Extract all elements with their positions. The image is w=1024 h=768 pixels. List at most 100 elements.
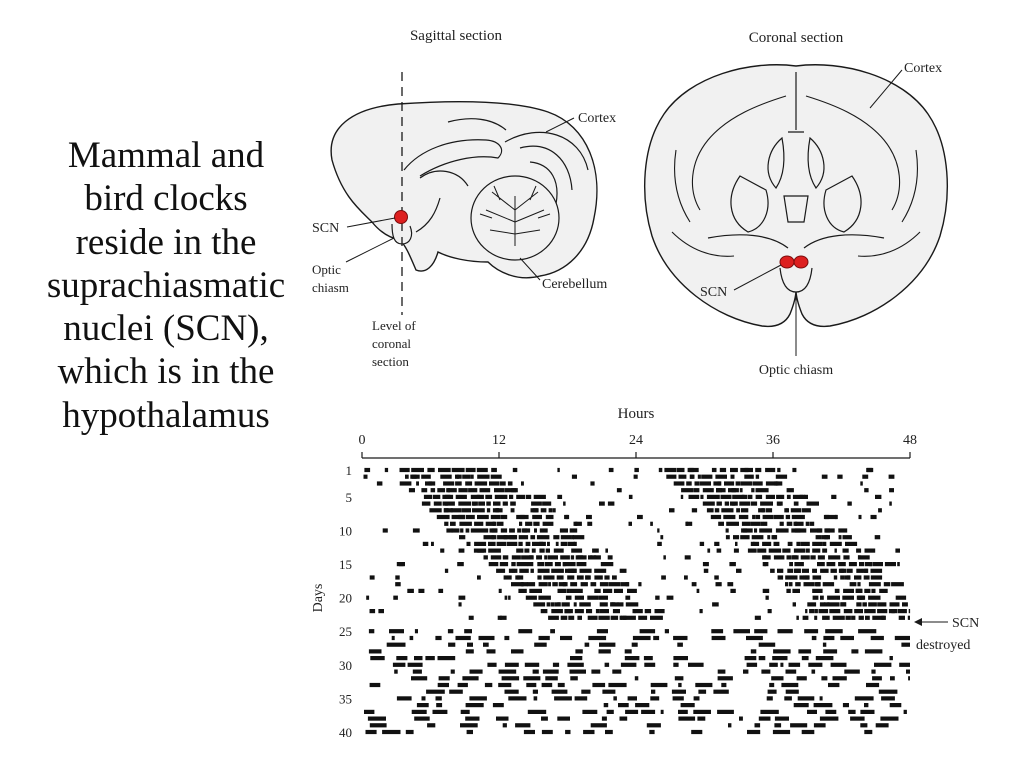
activity-bar xyxy=(750,649,757,654)
activity-bar xyxy=(808,662,823,667)
activity-bar xyxy=(414,629,418,634)
activity-bar xyxy=(364,467,371,473)
activity-bar xyxy=(502,723,507,728)
activity-bar xyxy=(908,609,911,614)
activity-bar xyxy=(405,474,409,479)
activity-bar xyxy=(754,615,761,620)
leader-sagittal-scn xyxy=(346,217,396,228)
activity-bar xyxy=(477,528,489,533)
activity-bar xyxy=(483,535,497,540)
activity-bar xyxy=(458,595,466,600)
activity-bar xyxy=(569,588,583,593)
activity-bar xyxy=(842,535,852,540)
activity-bar xyxy=(428,481,436,486)
activity-bar xyxy=(812,568,817,573)
activity-bar xyxy=(821,676,828,681)
activity-bar xyxy=(834,548,837,553)
activity-bar xyxy=(805,609,808,614)
activity-bar xyxy=(497,521,504,526)
activity-bar xyxy=(632,635,651,641)
activity-bar xyxy=(542,501,552,506)
activity-bar xyxy=(526,682,537,688)
activity-bar xyxy=(502,501,508,506)
activity-bar xyxy=(459,535,466,540)
activity-bar xyxy=(898,609,907,614)
activity-bar xyxy=(866,682,880,688)
activity-bar xyxy=(599,595,608,600)
coronal-lower-band xyxy=(707,234,885,249)
activity-bar xyxy=(600,562,614,567)
activity-bar xyxy=(520,514,525,520)
activity-bar xyxy=(710,514,722,520)
activity-bar xyxy=(496,716,509,721)
activity-bar xyxy=(666,595,674,600)
activity-bar xyxy=(382,729,401,735)
annotation-arrowhead xyxy=(914,618,922,626)
activity-bar xyxy=(729,562,736,567)
activity-bar xyxy=(567,541,575,546)
activity-bar xyxy=(579,602,591,607)
activity-bar xyxy=(399,481,412,486)
activity-bar xyxy=(435,635,442,641)
activity-bar xyxy=(772,729,791,735)
activity-bar xyxy=(728,723,732,728)
activity-bar xyxy=(515,723,531,728)
activity-bar xyxy=(735,541,738,546)
activity-bar xyxy=(574,696,588,701)
activity-bar xyxy=(715,582,722,587)
activity-bar xyxy=(378,609,384,614)
x-tick-label: 36 xyxy=(766,433,780,448)
activity-bar xyxy=(806,501,819,506)
activity-bar xyxy=(427,723,436,728)
activity-bar xyxy=(653,635,660,641)
activity-bar xyxy=(517,575,524,580)
activity-bar xyxy=(822,582,835,587)
activity-bar xyxy=(610,615,619,620)
label-optic-1: Optic xyxy=(312,262,341,277)
activity-bar xyxy=(807,602,817,607)
activity-bar xyxy=(521,528,527,533)
slide-text: Mammal and bird clocks reside in the sup… xyxy=(12,134,320,437)
activity-bar xyxy=(796,676,807,681)
activity-bar xyxy=(767,535,771,540)
activity-bar xyxy=(576,575,584,580)
y-tick-label: 40 xyxy=(339,725,352,740)
activity-bar xyxy=(828,682,840,688)
activity-bar xyxy=(867,467,874,473)
activity-bar xyxy=(650,521,653,526)
activity-bar xyxy=(593,555,601,560)
activity-bar xyxy=(608,467,614,473)
activity-bar xyxy=(812,575,822,580)
activity-bar xyxy=(660,709,664,714)
activity-bar xyxy=(532,514,542,520)
activity-bar xyxy=(437,682,449,688)
y-tick-label: 25 xyxy=(339,624,352,639)
coronal-midline xyxy=(788,72,804,133)
label-coronal-cortex: Cortex xyxy=(904,61,942,76)
activity-bar xyxy=(767,609,772,614)
activity-bar xyxy=(758,716,771,721)
activity-bar xyxy=(830,568,837,573)
slide-text-line: suprachiasmatic xyxy=(46,264,286,306)
activity-bar xyxy=(496,541,507,546)
activity-bar xyxy=(813,703,833,708)
activity-bar xyxy=(551,609,563,614)
activity-bar xyxy=(838,562,846,567)
activity-bar xyxy=(691,582,697,587)
activity-bar xyxy=(457,562,464,567)
activity-bar xyxy=(857,582,861,587)
activity-bar xyxy=(384,467,389,473)
activity-bar xyxy=(521,481,524,486)
activity-bar xyxy=(798,528,807,533)
activity-bar xyxy=(628,521,632,526)
activity-bar xyxy=(730,588,736,593)
activity-bar xyxy=(608,582,620,587)
activity-bar xyxy=(651,689,656,694)
activity-bar xyxy=(716,501,722,506)
activity-bar xyxy=(812,595,819,600)
activity-bar xyxy=(823,635,835,641)
activity-bar xyxy=(414,656,423,661)
activity-bar xyxy=(680,703,695,708)
activity-bar xyxy=(389,629,404,634)
